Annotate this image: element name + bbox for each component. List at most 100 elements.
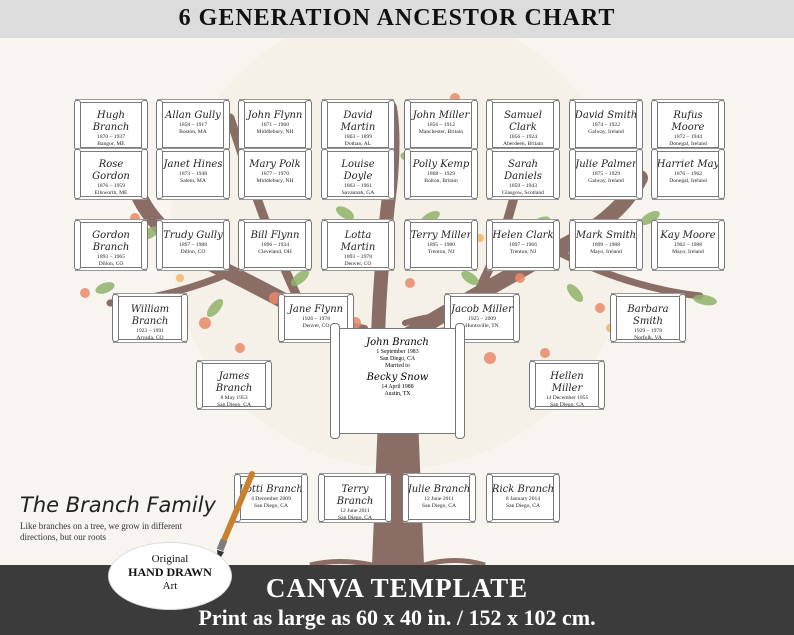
ancestor-years: 1873 – 1948 (179, 171, 207, 177)
ancestor-years: 1856 – 1912 (427, 122, 455, 128)
paintbrush-icon (216, 471, 255, 560)
ancestor-years: 1897 – 1966 (509, 242, 537, 248)
branding-block: The Branch Family Like branches on a tre… (20, 493, 240, 543)
child-place: San Diego, CA (505, 503, 541, 509)
ancestor-years: 1926 – 1978 (302, 316, 330, 322)
ancestor-place: Middlebury, NH (256, 129, 294, 135)
ancestor-place: Arvada, CO (136, 335, 164, 341)
child-name: Terry Branch (336, 484, 374, 507)
footer-title: CANVA TEMPLATE (265, 573, 529, 603)
ancestor-name: William Branch (130, 304, 170, 327)
spouse2-name: Becky Snow (366, 372, 429, 384)
spouse2-date: 14 April 1988 (381, 384, 414, 391)
child-date: 8 January 2014 (505, 496, 541, 502)
ancestor-name: Helen Clark (492, 230, 554, 241)
ancestor-name: Jacob Miller (451, 304, 513, 315)
child-place: San Diego, CA (253, 503, 289, 509)
child-place: San Diego, CA (421, 503, 457, 509)
child-name: Lotti Branch (239, 484, 303, 495)
child-name: Julie Branch (407, 484, 471, 495)
ancestor-name: Bill Flynn (250, 230, 300, 241)
ancestor-name: Mary Polk (249, 159, 301, 170)
ancestor-place: Denver, CO (344, 261, 372, 267)
ancestor-name: Louise Doyle (341, 159, 375, 182)
parent-name: Hellen Miller (550, 371, 584, 394)
spouse2-place: Austin, TX (384, 391, 411, 398)
ancestor-place: Huntsville, TN (465, 323, 499, 329)
ancestor-years: 1875 – 1929 (592, 171, 620, 177)
page-title: 6 GENERATION ANCESTOR CHART (178, 5, 616, 31)
ancestor-name: Jane Flynn (288, 304, 344, 315)
spouse1-date: 1 September 1983 (376, 349, 419, 355)
couple-card[interactable]: John Branch 1 September 1983 San Diego, … (330, 323, 465, 439)
ancestor-place: Dothan, AL (344, 141, 372, 147)
ancestor-place: Ellsworth, ME (94, 190, 128, 196)
ancestor-name: Sarah Daniels (504, 159, 542, 182)
badge-line3: Art (162, 580, 178, 592)
ancestor-years: 1902 – 1988 (674, 242, 702, 248)
ancestor-place: Norfolk, VA (634, 335, 662, 341)
ancestor-years: 1897 – 1988 (179, 242, 207, 248)
parent-date: 14 December 1955 (545, 395, 589, 401)
ancestor-years: 1929 – 1978 (634, 328, 662, 334)
ancestor-name: Harriet May (656, 159, 720, 170)
ancestor-years: 1876 – 1962 (674, 171, 702, 177)
spouse1-name: John Branch (366, 337, 429, 348)
ancestor-name: Kay Moore (660, 230, 716, 241)
ancestor-name: Lotta Martin (340, 230, 376, 253)
ancestor-name: Polly Kemp (412, 159, 470, 170)
ancestor-place: Dillon, CO (180, 249, 206, 255)
badge-line2: HAND DRAWN (128, 565, 212, 579)
parent-place: San Diego, CA (216, 402, 252, 408)
ancestor-place: Glasgow, Scotland (502, 190, 544, 196)
ancestor-name: Rose Gordon (92, 159, 130, 182)
ancestor-name: Mark Smith (575, 230, 637, 241)
child-date: 4 December 2009 (251, 496, 291, 502)
ancestor-place: Manchester, Britain (418, 129, 464, 135)
ancestor-place: Mayo, Ireland (590, 249, 622, 255)
ancestor-years: 1868 – 1929 (427, 171, 455, 177)
ancestor-name: Trudy Gully (163, 230, 223, 241)
ancestor-years: 1877 – 1970 (261, 171, 289, 177)
child-date: 12 June 2011 (340, 508, 370, 514)
ancestor-name: Gordon Branch (92, 230, 130, 253)
ancestor-years: 1858 – 1917 (179, 122, 207, 128)
ancestor-years: 1874 – 1922 (592, 122, 620, 128)
ancestor-name: David Smith (574, 110, 638, 121)
ancestor-years: 1876 – 1959 (97, 183, 125, 189)
ancestor-years: 1859 – 1943 (509, 183, 537, 189)
ancestor-name: John Miller (412, 110, 470, 121)
ancestor-years: 1899 – 1988 (592, 242, 620, 248)
